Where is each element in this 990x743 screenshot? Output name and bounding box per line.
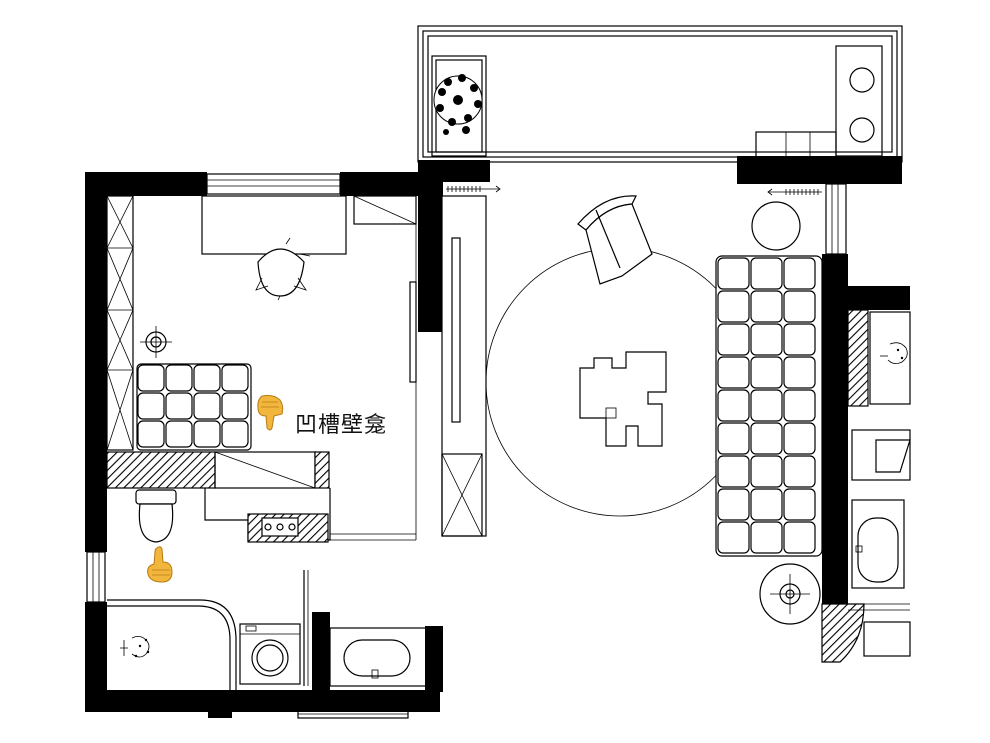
desk-chair-icon: [255, 237, 311, 301]
cushion-tile: [717, 488, 750, 521]
cushion-tile: [717, 290, 750, 323]
windows: [86, 173, 847, 719]
cushion-tile: [717, 521, 750, 554]
bedroom: [106, 195, 417, 541]
cushion-tile: [221, 420, 249, 448]
right-bathroom: [821, 309, 911, 663]
cushion-tile: [717, 389, 750, 422]
cushion-tile: [137, 392, 165, 420]
sliding-door-arrow-icon-2: [767, 188, 822, 196]
living-room: [485, 195, 823, 625]
cushion-tile: [783, 521, 816, 554]
sofa: [715, 255, 823, 557]
cushion-tile: [165, 364, 193, 392]
hand-pointing-down-icon: [257, 395, 284, 431]
cushion-tile: [750, 323, 783, 356]
toilet-icon: [135, 489, 177, 543]
potted-tree-icon: [433, 74, 483, 135]
walls: [85, 156, 910, 718]
washing-machine-icon: [239, 623, 301, 685]
cushion-tile: [783, 455, 816, 488]
cushion-tile: [783, 257, 816, 290]
niche-label: 凹槽壁龛: [295, 413, 388, 438]
cushion-tile: [750, 356, 783, 389]
cushion-tile: [783, 290, 816, 323]
shower-head-icon-2: [880, 342, 908, 364]
cushion-tile: [783, 488, 816, 521]
cushion-tile: [783, 422, 816, 455]
cushion-tile: [783, 323, 816, 356]
sliding-door-arrow-icon: [446, 185, 501, 193]
bed-cushions: [136, 363, 252, 451]
ceiling-light-icon: [140, 326, 172, 358]
cushion-tile: [221, 364, 249, 392]
cushion-tile: [137, 364, 165, 392]
cushion-tile: [783, 389, 816, 422]
corridor: [441, 185, 822, 537]
cushion-tile: [750, 290, 783, 323]
cushion-tile: [717, 323, 750, 356]
shower-head-icon: [120, 636, 150, 658]
hand-pointing-up-icon: [147, 546, 173, 583]
cushion-tile: [717, 455, 750, 488]
cushion-tile: [165, 420, 193, 448]
balcony: [417, 25, 903, 163]
sink-icon: [329, 627, 427, 687]
cushion-tile: [750, 521, 783, 554]
cushion-tile: [221, 392, 249, 420]
cushion-tile: [717, 422, 750, 455]
cushion-tile: [750, 389, 783, 422]
cushion-tile: [193, 420, 221, 448]
cushion-tile: [750, 422, 783, 455]
coffee-table: [579, 351, 667, 447]
cushion-tile: [717, 257, 750, 290]
floor-lamp-icon: [759, 563, 821, 625]
niche-counter: [106, 451, 331, 543]
cushion-tile: [750, 257, 783, 290]
cushion-tile: [193, 364, 221, 392]
cushion-tile: [750, 455, 783, 488]
cushion-tile: [750, 488, 783, 521]
lounge-chair-icon: [577, 195, 653, 285]
cushion-tile: [137, 420, 165, 448]
bathroom: [107, 487, 427, 690]
cushion-tile: [783, 356, 816, 389]
cushion-tile: [193, 392, 221, 420]
cushion-tile: [165, 392, 193, 420]
cushion-tile: [717, 356, 750, 389]
